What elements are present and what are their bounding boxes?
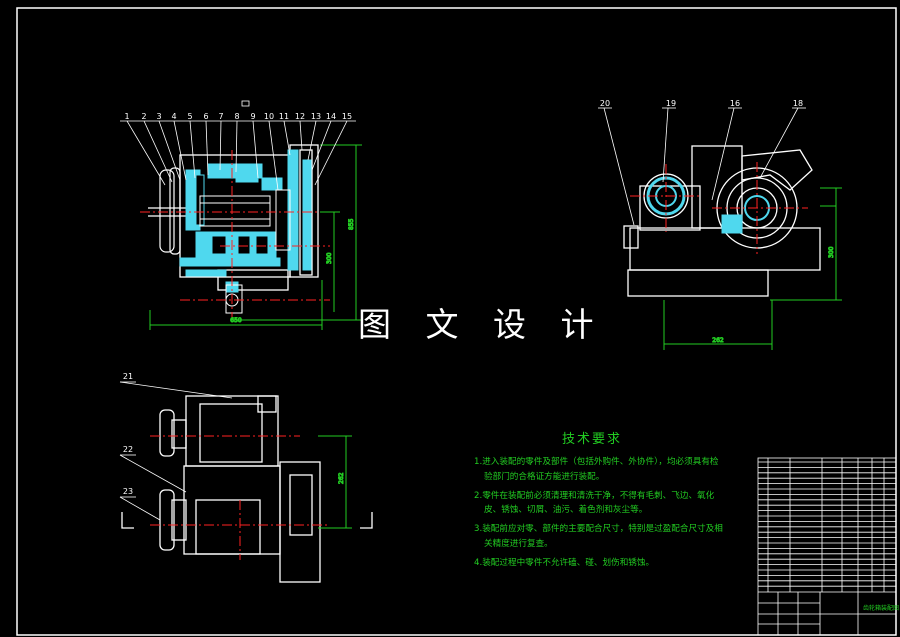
technical-requirement-line: 2.零件在装配前必须清理和清洗干净，不得有毛刺、飞边、氧化 [474,491,715,501]
top-view: 262 21 22 23 [119,372,373,583]
front-dimensions: 650 855 300 [149,144,362,330]
part-number-label: 5 [187,112,192,121]
part-number-label: 15 [342,112,352,121]
dimension-label: 262 [338,472,345,484]
part-number-label: 16 [730,99,740,108]
side-dimensions: 262 300 [663,187,842,350]
part-number-label: 12 [295,112,305,121]
side-view: 262 300 20 19 16 18 [598,99,842,350]
part-number-label: 1 [124,112,129,121]
part-number-label: 8 [234,112,239,121]
watermark-text: 图 文 设 计 [358,305,606,344]
technical-requirement-line: 关精度进行复查。 [484,539,553,549]
technical-requirements-title: 技术要求 [562,432,623,447]
part-number-label: 10 [264,112,274,121]
title-block [757,457,897,636]
top-mount-brackets [121,512,373,529]
drawing-frame [16,7,897,636]
part-number-label: 4 [171,112,176,121]
part-number-label: 22 [123,445,133,454]
shaft [199,189,291,314]
part-number-label: 18 [793,99,803,108]
part-number-label: 11 [279,112,289,121]
dimension-label: 300 [326,252,333,264]
front-centerlines [140,150,335,320]
dimension-label: 855 [348,218,355,230]
parts-list-grid [758,458,896,592]
side-leaders [598,107,806,226]
side-centerlines [630,162,808,254]
top-dimensions: 262 [318,435,352,529]
technical-requirement-line: 皮、锈蚀、切屑、油污、着色剂和灰尘等。 [484,505,648,515]
side-part-numbers: 20 19 16 18 [600,99,803,108]
top-housing [159,395,321,583]
technical-requirement-line: 1.进入装配的零件及部件（包括外购件、外协件），均必须具有检 [474,457,719,467]
part-number-label: 3 [156,112,161,121]
technical-requirement-line: 3.装配前应对零、部件的主要配合尺寸，特别是过盈配合尺寸及相 [474,524,723,534]
part-number-label: 7 [218,112,223,121]
front-leaders [120,120,356,191]
top-leaders [119,381,233,521]
part-number-label: 9 [250,112,255,121]
part-number-label: 13 [311,112,321,121]
dimension-label: 650 [230,317,242,324]
part-number-label: 19 [666,99,676,108]
dimension-label: 262 [712,337,724,344]
part-number-label: 14 [326,112,336,121]
section-marker [241,100,250,107]
technical-requirement-line: 4.装配过程中零件不允许磕、碰、划伤和锈蚀。 [474,558,655,568]
part-number-label: 20 [600,99,610,108]
technical-requirement-line: 验部门的合格证方能进行装配。 [484,472,605,482]
drawing-name: 齿轮箱装配图 [863,605,900,612]
dimension-label: 300 [828,246,835,258]
top-part-numbers: 21 22 23 [123,372,133,496]
part-number-label: 23 [123,487,133,496]
part-number-label: 2 [141,112,146,121]
part-number-label: 6 [203,112,208,121]
part-number-label: 21 [123,372,133,381]
top-centerlines [150,435,330,560]
